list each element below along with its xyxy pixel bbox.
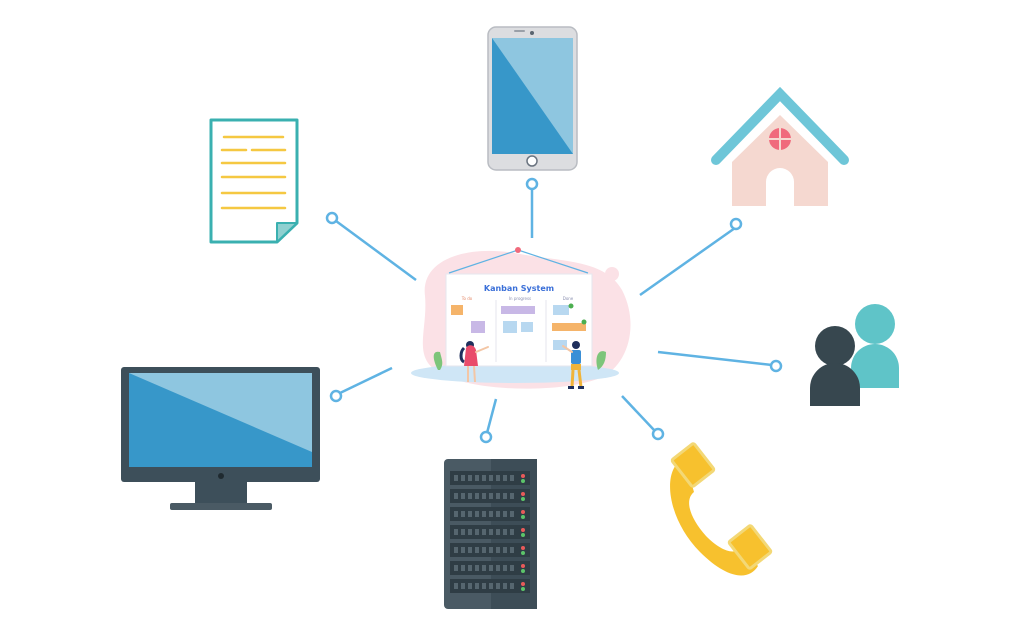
column-done: Done	[563, 296, 574, 301]
phone-handset-icon	[670, 442, 773, 576]
connector-document	[325, 211, 417, 282]
card	[451, 305, 463, 315]
status-led	[521, 492, 525, 496]
card	[521, 322, 533, 332]
house-door	[766, 168, 794, 206]
card	[553, 340, 567, 350]
status-led	[521, 533, 525, 537]
status-led	[521, 528, 525, 532]
status-led	[521, 479, 525, 483]
person-man	[562, 341, 584, 389]
card	[501, 306, 535, 314]
card	[503, 321, 517, 333]
kanban-board	[445, 273, 593, 367]
status-led	[521, 497, 525, 501]
document-icon	[209, 118, 299, 244]
server-rack-icon	[444, 459, 537, 609]
blob-dot	[605, 267, 619, 281]
status-led	[521, 474, 525, 478]
person-woman	[459, 341, 489, 383]
server-slots	[450, 471, 530, 593]
status-led	[521, 546, 525, 550]
card	[553, 305, 569, 315]
status-led	[521, 587, 525, 591]
connector-users	[657, 350, 783, 373]
users-icon	[810, 304, 899, 406]
column-todo: To do	[461, 296, 473, 301]
connector-monitor	[329, 366, 393, 403]
connector-tablet	[525, 177, 539, 238]
plant-right	[596, 351, 606, 370]
status-led	[521, 582, 525, 586]
kanban-illustration: Kanban System To do In progress Done	[411, 247, 631, 389]
ground-shadow	[411, 363, 619, 383]
card	[471, 321, 485, 333]
status-led	[521, 569, 525, 573]
connector-phone	[621, 395, 665, 441]
connector-server	[479, 398, 498, 444]
status-led	[521, 564, 525, 568]
connectors	[325, 177, 783, 444]
connector-home	[639, 217, 743, 297]
monitor-icon	[121, 367, 320, 510]
board-title: Kanban System	[484, 284, 554, 293]
status-led	[521, 551, 525, 555]
status-led	[521, 515, 525, 519]
plant-left	[433, 351, 443, 370]
tablet-icon	[487, 26, 578, 171]
card	[552, 323, 586, 331]
top-node-dot	[515, 247, 521, 253]
status-led	[521, 510, 525, 514]
column-in-progress: In progress	[509, 296, 531, 301]
house-icon	[711, 86, 849, 206]
